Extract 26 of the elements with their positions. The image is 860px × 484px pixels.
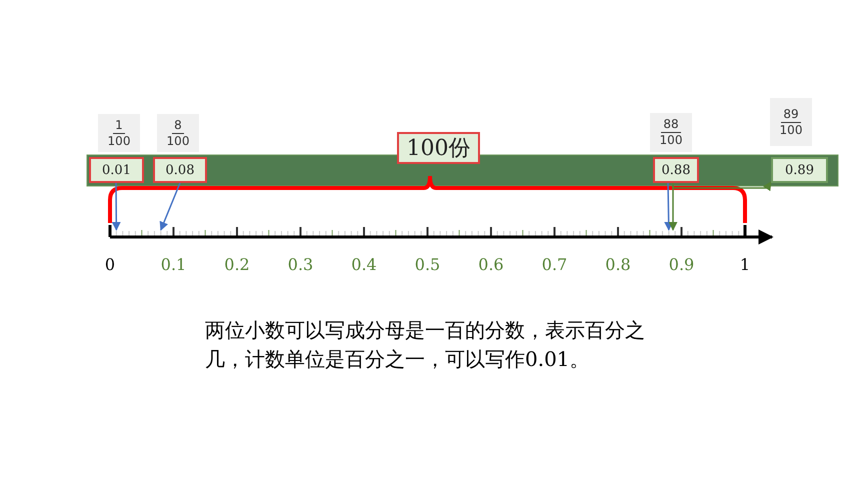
note-paragraph: 两位小数可以写成分母是一百的分数，表示百分之几，计数单位是百分之一，可以写作0.01。 xyxy=(205,317,646,373)
decimal-box: 0.01 xyxy=(89,157,144,183)
decimal-box: 0.08 xyxy=(153,157,207,183)
tick-label: 1 xyxy=(738,255,752,274)
decimal-box: 0.89 xyxy=(771,157,828,183)
fraction: 1 100 xyxy=(98,114,140,152)
tick-label: 0.8 xyxy=(604,255,632,274)
arrow xyxy=(160,182,181,231)
fraction: 88 100 xyxy=(650,113,692,152)
number-line xyxy=(108,225,774,244)
tick-label: 0.4 xyxy=(350,255,378,274)
tick-label: 0.9 xyxy=(668,255,696,274)
arrow xyxy=(672,181,772,192)
fraction: 8 100 xyxy=(157,114,199,152)
arrow xyxy=(664,182,674,231)
tick-label: 0 xyxy=(104,255,116,274)
arrow xyxy=(112,183,121,231)
heading-box: 100份 xyxy=(397,132,480,164)
tick-label: 0.1 xyxy=(160,255,188,274)
tick-label: 0.3 xyxy=(286,255,314,274)
fraction: 89 100 xyxy=(770,98,812,146)
tick-label: 0.7 xyxy=(540,255,568,274)
tick-label: 0.2 xyxy=(223,255,251,274)
tick-label: 0.6 xyxy=(477,255,505,274)
decimal-box: 0.88 xyxy=(653,157,699,183)
tick-label: 0.5 xyxy=(414,255,442,274)
